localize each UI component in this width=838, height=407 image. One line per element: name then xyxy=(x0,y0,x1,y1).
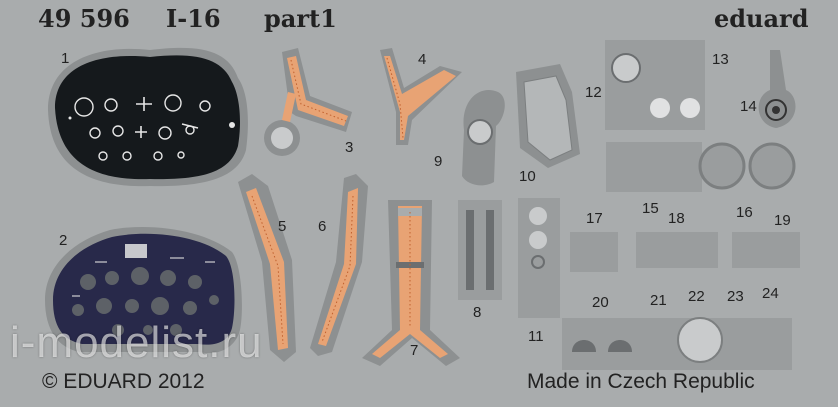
part-number-15: 15 xyxy=(642,200,659,217)
watermark-text: i-modelist.ru xyxy=(10,318,263,367)
part-number-19: 19 xyxy=(774,212,791,229)
part-number-3: 3 xyxy=(345,139,354,156)
part-2-instrument-panel xyxy=(45,226,242,354)
part-number-20: 20 xyxy=(592,294,609,311)
catalog-number: 49 596 xyxy=(38,4,130,33)
part-label: part1 xyxy=(264,4,337,33)
part-number-5: 5 xyxy=(278,218,287,235)
part-1-instrument-panel xyxy=(48,47,248,187)
parts-8-to-11 xyxy=(458,64,580,318)
parts-17-to-24 xyxy=(562,232,800,370)
part-number-22: 22 xyxy=(688,288,705,305)
part-number-10: 10 xyxy=(519,168,536,185)
part-number-17: 17 xyxy=(586,210,603,227)
part-3-4-short-belts xyxy=(264,48,462,156)
part-number-11: 11 xyxy=(528,328,544,345)
part-number-6: 6 xyxy=(318,218,327,235)
part-number-24: 24 xyxy=(762,285,779,302)
part-number-18: 18 xyxy=(668,210,685,227)
part-number-14: 14 xyxy=(740,98,757,115)
part-number-21: 21 xyxy=(650,292,667,309)
part-number-23: 23 xyxy=(727,288,744,305)
part-number-16: 16 xyxy=(736,204,753,221)
part-number-2: 2 xyxy=(59,232,68,249)
part-number-8: 8 xyxy=(473,304,482,321)
origin-text: Made in Czech Republic xyxy=(527,370,755,393)
brand-logo: eduard xyxy=(714,4,809,33)
part-number-4: 4 xyxy=(418,51,427,68)
aircraft-name: I-16 xyxy=(166,4,221,33)
part-number-7: 7 xyxy=(410,342,419,359)
part-number-1: 1 xyxy=(61,50,70,67)
part-5-6-7-long-belts xyxy=(238,174,460,366)
part-number-12: 12 xyxy=(585,84,602,101)
part-number-9: 9 xyxy=(434,153,443,170)
parts-12-to-16 xyxy=(605,40,796,192)
copyright-text: © EDUARD 2012 xyxy=(42,370,205,393)
part-number-13: 13 xyxy=(712,51,729,68)
